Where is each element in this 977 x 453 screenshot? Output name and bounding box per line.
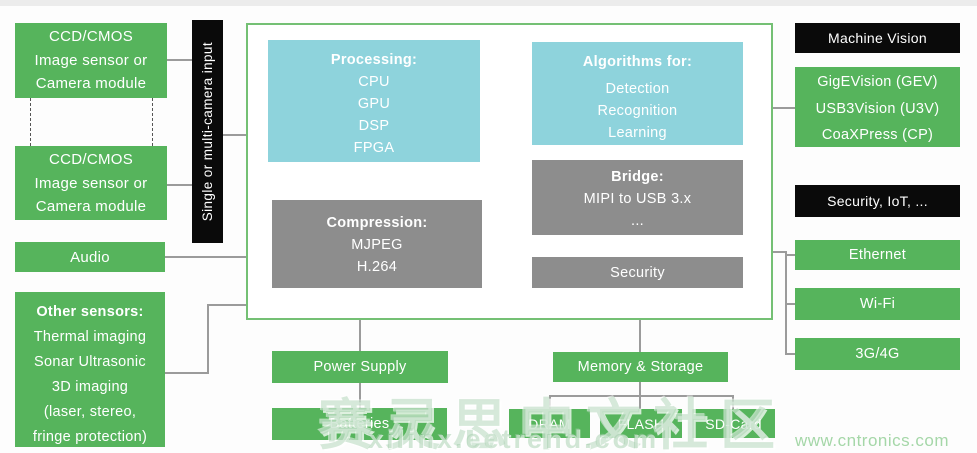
- connector-storage-splitbar: [549, 395, 734, 397]
- compression-item-mjpeg: MJPEG: [351, 237, 403, 253]
- connector-othersensors-core-top: [207, 304, 246, 306]
- other-sensors-box: Other sensors: Thermal imaging Sonar Ult…: [15, 292, 165, 447]
- machine-vision-interfaces-box: GigEVision (GEV) USB3Vision (U3V) CoaXPr…: [795, 67, 960, 147]
- processing-box: Processing: CPU GPU DSP FPGA: [268, 40, 480, 162]
- processing-item-cpu: CPU: [358, 74, 390, 90]
- compression-title: Compression:: [326, 215, 428, 231]
- connector-core-memory: [639, 318, 641, 352]
- batteries-box: Batteries: [272, 408, 447, 440]
- flash-box: FLASH: [600, 409, 682, 438]
- compression-item-h264: H.264: [356, 259, 398, 275]
- processing-item-gpu: GPU: [357, 96, 391, 112]
- security-box: Security: [532, 257, 743, 288]
- bridge-item-ellipsis: ...: [631, 213, 644, 229]
- dram-box: DRAM: [509, 409, 590, 438]
- connector-inputbar-core: [223, 134, 246, 136]
- algorithms-item-recognition: Recognition: [597, 103, 678, 119]
- camera-module-2-line1: CCD/CMOS: [48, 151, 134, 168]
- connector-core-machinevision: [771, 107, 795, 109]
- processing-item-dsp: DSP: [358, 118, 390, 134]
- camera-module-1-line3: Camera module: [35, 75, 147, 92]
- machine-vision-header: Machine Vision: [795, 23, 960, 53]
- bridge-title: Bridge:: [611, 169, 664, 185]
- processing-title: Processing:: [330, 52, 418, 68]
- compression-box: Compression: MJPEG H.264: [272, 200, 482, 288]
- dram-label: DRAM: [528, 415, 571, 432]
- security-iot-label: Security, IoT, ...: [827, 193, 928, 209]
- interface-gigevision: GigEVision (GEV): [817, 74, 938, 90]
- 3g4g-box: 3G/4G: [795, 338, 960, 370]
- sdcard-box: SD-Card: [692, 409, 775, 438]
- batteries-label: Batteries: [329, 416, 390, 432]
- memory-storage-box: Memory & Storage: [553, 352, 728, 382]
- camera-input-bar: Single or multi-camera input: [192, 20, 223, 243]
- memory-storage-label: Memory & Storage: [577, 359, 704, 375]
- dashed-link-cameras-right: [152, 98, 153, 146]
- camera-module-box-2: CCD/CMOS Image sensor or Camera module: [15, 146, 167, 220]
- dashed-link-cameras-left: [30, 98, 31, 146]
- algorithms-title: Algorithms for:: [582, 54, 693, 70]
- camera-module-1-line1: CCD/CMOS: [48, 28, 134, 45]
- audio-box: Audio: [15, 242, 165, 272]
- other-sensors-item3: 3D imaging: [51, 379, 129, 395]
- algorithms-box: Algorithms for: Detection Recognition Le…: [532, 42, 743, 145]
- algorithms-item-learning: Learning: [608, 125, 667, 141]
- connector-core-connectivity: [771, 251, 787, 253]
- top-strip: [0, 0, 977, 6]
- power-supply-box: Power Supply: [272, 351, 448, 383]
- connector-othersensors-core-vertical: [207, 304, 209, 374]
- ethernet-box: Ethernet: [795, 240, 960, 270]
- wifi-label: Wi-Fi: [859, 296, 896, 312]
- other-sensors-title: Other sensors:: [36, 304, 144, 320]
- other-sensors-item5: fringe protection): [32, 429, 148, 445]
- security-iot-header: Security, IoT, ...: [795, 185, 960, 217]
- algorithms-item-detection: Detection: [605, 81, 670, 97]
- interface-coaxpress: CoaXPress (CP): [821, 127, 934, 143]
- connector-camera2-inputbar: [167, 184, 192, 186]
- camera-input-bar-label: Single or multi-camera input: [200, 41, 215, 222]
- camera-module-2-line2: Image sensor or: [34, 174, 148, 192]
- connector-othersensors-core-bottom: [165, 372, 208, 374]
- connector-memory-split: [639, 382, 641, 397]
- connector-split-dram: [549, 395, 551, 409]
- other-sensors-item4: (laser, stereo,: [43, 404, 137, 420]
- 3g4g-label: 3G/4G: [855, 346, 900, 362]
- interface-usb3vision: USB3Vision (U3V): [815, 100, 940, 117]
- sdcard-label: SD-Card: [705, 415, 762, 432]
- connector-core-powersupply: [359, 318, 361, 351]
- camera-module-2-line3: Camera module: [35, 198, 147, 215]
- cntronics-watermark: www.cntronics.com: [795, 431, 949, 450]
- connector-audio-core: [165, 256, 246, 258]
- audio-label: Audio: [70, 248, 110, 266]
- power-supply-label: Power Supply: [313, 359, 407, 375]
- processing-item-fpga: FPGA: [353, 140, 395, 156]
- other-sensors-item1: Thermal imaging: [33, 329, 147, 345]
- ethernet-label: Ethernet: [848, 247, 907, 263]
- connector-trunk-3g4g: [785, 353, 795, 355]
- camera-module-box-1: CCD/CMOS Image sensor or Camera module: [15, 23, 167, 98]
- connector-trunk-ethernet: [785, 254, 795, 256]
- connector-split-sdcard: [732, 395, 734, 409]
- flash-label: FLASH: [617, 415, 665, 432]
- connector-split-flash: [639, 395, 641, 409]
- bridge-box: Bridge: MIPI to USB 3.x ...: [532, 160, 743, 235]
- connector-trunk-wifi: [785, 303, 795, 305]
- other-sensors-item2: Sonar Ultrasonic: [34, 354, 146, 370]
- machine-vision-label: Machine Vision: [828, 30, 927, 46]
- connector-camera1-inputbar: [167, 59, 192, 61]
- camera-module-1-line2: Image sensor or: [34, 51, 148, 69]
- connector-powersupply-batteries: [359, 383, 361, 408]
- bridge-item-mipi: MIPI to USB 3.x: [583, 191, 692, 207]
- security-label: Security: [610, 264, 665, 281]
- wifi-box: Wi-Fi: [795, 288, 960, 320]
